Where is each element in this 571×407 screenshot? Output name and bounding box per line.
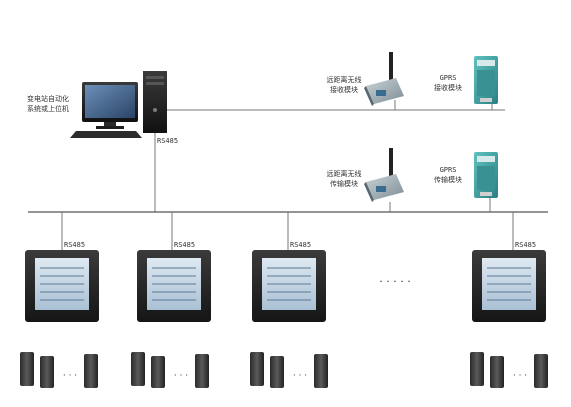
svg-text:· · ·: · · · xyxy=(513,371,527,381)
sensor-group-1: · · · xyxy=(20,352,98,388)
sensor-group-2: · · · xyxy=(131,352,209,388)
gprs-transmit-module: GPRS 传输模块 xyxy=(434,152,498,198)
monitor-screen xyxy=(85,85,135,118)
host-computer: 变电站自动化 系统或上位机 xyxy=(27,71,167,138)
gprs-transmit-label-line2: 传输模块 xyxy=(434,175,462,184)
wireless-transmit-label-line2: 传输模块 xyxy=(330,179,358,188)
wireless-receiver-module: 远距离无线 接收模块 xyxy=(327,52,404,106)
connection-lines xyxy=(28,100,548,250)
gprs-receiver-label-line2: 接收模块 xyxy=(434,83,462,92)
gprs-receiver-module: GPRS 接收模块 xyxy=(434,56,498,104)
svg-text:· · ·: · · · xyxy=(293,371,307,381)
keyboard xyxy=(70,131,142,138)
meter-2-port-label: RS485 xyxy=(174,241,195,249)
antenna xyxy=(389,148,393,178)
meter-3: RS485 xyxy=(252,241,326,322)
gprs-transmit-label-line1: GPRS xyxy=(440,166,457,174)
antenna xyxy=(389,52,393,82)
meter-4-port-label: RS485 xyxy=(515,241,536,249)
wireless-receiver-label-line1: 远距离无线 xyxy=(327,75,362,84)
trunk-rs485-label: RS485 xyxy=(157,137,178,145)
meter-3-port-label: RS485 xyxy=(290,241,311,249)
meter-ellipsis: · · · · · xyxy=(379,275,410,288)
meter-2: RS485 xyxy=(137,241,211,322)
meter-1-port-label: RS485 xyxy=(64,241,85,249)
tower-case xyxy=(143,71,167,133)
wireless-transmit-module: 远距离无线 传输模块 xyxy=(327,148,404,202)
wireless-transmit-label-line1: 远距离无线 xyxy=(327,169,362,178)
wireless-receiver-label-line2: 接收模块 xyxy=(330,85,358,94)
meter-1: RS485 xyxy=(25,241,99,322)
svg-text:· · ·: · · · xyxy=(63,371,77,381)
sensor-group-4: · · · xyxy=(470,352,548,388)
host-label-line2: 系统或上位机 xyxy=(27,104,69,113)
sensor-group-3: · · · xyxy=(250,352,328,388)
svg-text:· · ·: · · · xyxy=(174,371,188,381)
host-label-line1: 变电站自动化 xyxy=(27,94,69,103)
gprs-receiver-label-line1: GPRS xyxy=(440,74,457,82)
meter-4: RS485 xyxy=(472,241,546,322)
